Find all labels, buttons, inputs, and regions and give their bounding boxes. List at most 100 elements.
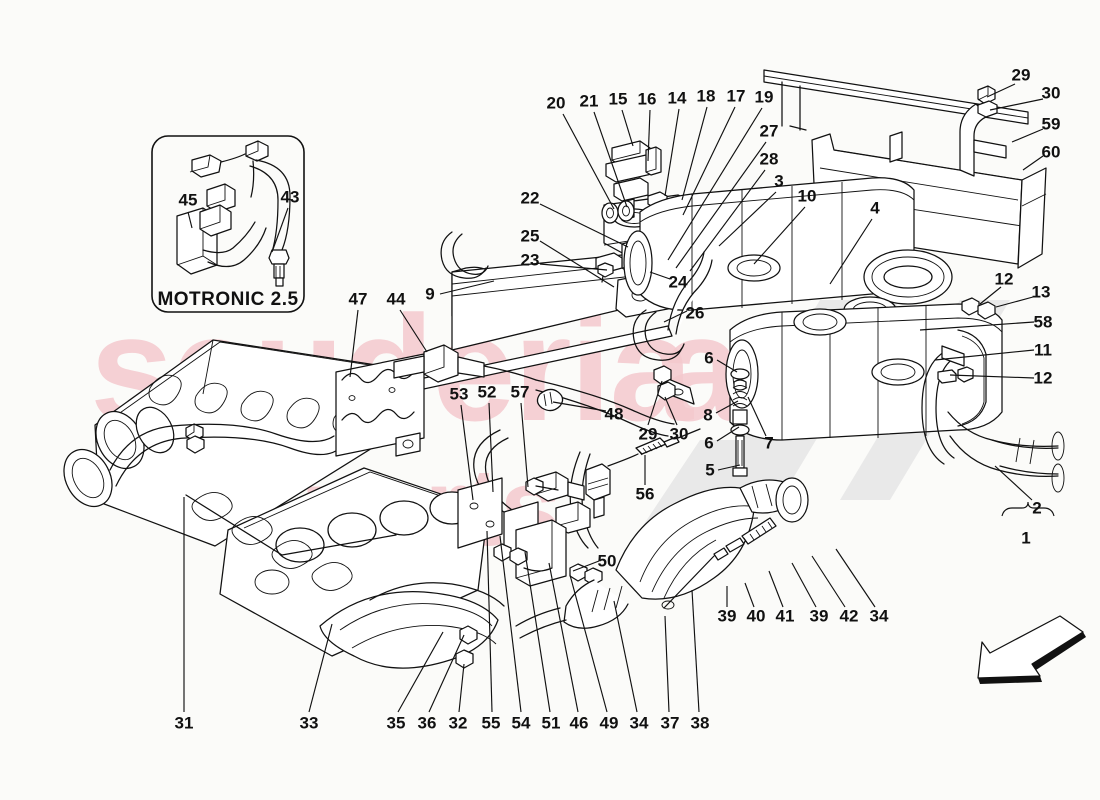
callout-29: 29 [638,424,658,444]
callout-30: 30 [1041,83,1061,103]
callout-3: 3 [774,171,784,191]
callout-9: 9 [425,284,435,304]
callout-46: 46 [569,713,589,733]
leader-line-47 [349,309,359,378]
callout-1: 1 [1021,528,1031,548]
callout-41: 41 [775,606,795,626]
direction-arrow-shape [977,615,1086,684]
leader-line-8 [715,400,739,414]
callout-13: 13 [1031,282,1051,302]
leader-line-35 [397,631,444,713]
callout-26: 26 [685,303,705,323]
callout-4: 4 [870,198,880,218]
leader-line-55 [486,530,493,713]
inset-callout-43: 43 [280,187,300,207]
callout-6: 6 [704,348,714,368]
callout-18: 18 [696,86,716,106]
leader-line-33 [308,623,333,713]
callout-51: 51 [541,713,561,733]
leader-line-58 [919,321,1035,331]
leader-line-49 [569,574,608,713]
assembly-brace [1001,501,1055,517]
leader-line-3 [718,191,777,247]
callout-15: 15 [608,89,628,109]
leader-line-38 [691,589,700,713]
leader-line-6 [716,359,738,373]
leader-line-39 [791,562,817,608]
leader-line-22 [539,203,629,248]
leader-line-7 [747,396,767,437]
leader-line-4 [829,218,873,285]
callout-40: 40 [746,606,766,626]
leader-line-59 [1011,128,1044,143]
motronic-inset-box [151,135,305,313]
leader-line-24 [649,271,671,280]
leader-line-60 [1022,155,1044,171]
leader-line-14 [664,108,680,197]
leader-line-19 [667,107,763,261]
leader-line-44 [399,309,428,353]
callout-50: 50 [597,551,617,571]
callout-55: 55 [481,713,501,733]
leader-line-51 [524,551,551,713]
callout-16: 16 [637,89,657,109]
leader-line-10 [753,206,806,265]
leader-line-23 [539,263,608,271]
connector-44 [393,344,675,437]
leader-line-28 [689,169,766,272]
leader-line-13 [995,296,1034,308]
leader-line-6 [716,426,740,442]
leader-line-29 [986,83,1016,98]
callout-11: 11 [1034,340,1052,360]
leader-line-18 [681,106,708,201]
leader-line-48 [552,401,607,412]
callout-53: 53 [449,384,469,404]
callout-10: 10 [797,186,817,206]
leader-line-11 [934,349,1035,361]
callout-44: 44 [386,289,406,309]
bracket-47 [335,353,425,457]
callout-54: 54 [511,713,531,733]
leader-line-12 [949,374,1035,379]
leader-line-21 [593,111,628,208]
leader-line-12 [979,286,1002,305]
callout-34: 34 [869,606,889,626]
callout-25: 25 [520,226,540,246]
leader-line-50 [572,560,600,572]
callout-59: 59 [1041,114,1061,134]
engine-block-assembly [63,339,505,669]
callout-7: 7 [764,433,774,453]
control-brackets [457,477,603,587]
callout-28: 28 [759,149,779,169]
callout-30: 30 [669,424,689,444]
leader-line-34 [613,600,638,713]
callout-35: 35 [386,713,406,733]
callout-24: 24 [668,272,688,292]
callout-19: 19 [754,87,774,107]
callout-39: 39 [717,606,737,626]
leader-line-36 [428,634,465,713]
callout-57: 57 [510,382,530,402]
callout-42: 42 [839,606,859,626]
callout-22: 22 [520,188,540,208]
fitting-48 [536,388,564,412]
leader-line-30 [664,396,678,426]
callout-58: 58 [1033,312,1053,332]
inset-leader-line-0 [187,211,193,229]
catalytic-converter [515,477,809,639]
leader-line-26 [663,310,688,323]
callout-8: 8 [703,405,713,425]
callout-29: 29 [1011,65,1031,85]
callout-23: 23 [520,250,540,270]
callout-6: 6 [704,433,714,453]
leader-line-20 [562,113,615,210]
leader-line-37 [664,615,670,713]
callout-33: 33 [299,713,319,733]
leader-line-2 [994,465,1033,501]
leader-line-17 [682,106,736,216]
callout-21: 21 [579,91,599,111]
motronic-inset-title: MOTRONIC 2.5 [157,289,299,310]
callout-37: 37 [660,713,680,733]
callout-20: 20 [546,93,566,113]
